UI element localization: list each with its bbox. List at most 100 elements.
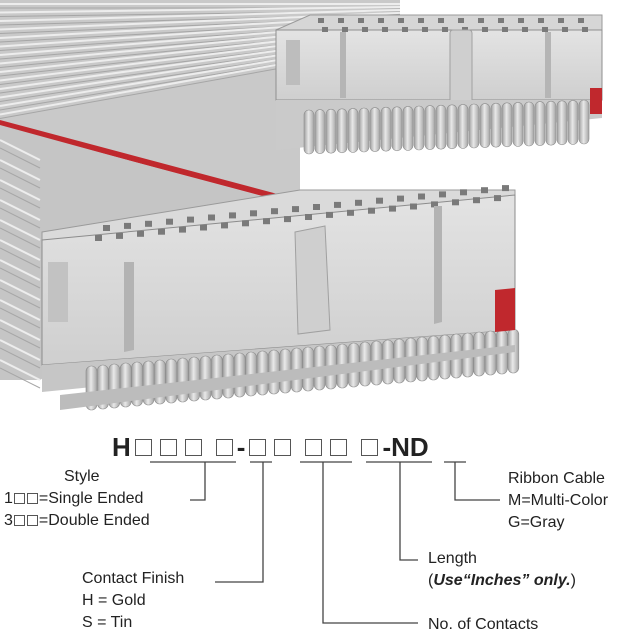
contact-hole — [502, 185, 509, 192]
wire-highlight — [0, 139, 41, 161]
wire-bump — [490, 102, 502, 148]
wire-bump — [402, 106, 414, 151]
wire-highlight — [0, 319, 41, 341]
contact-hole — [582, 27, 588, 32]
wire-bump — [457, 104, 469, 149]
contact-hole — [473, 197, 480, 204]
wire-bump — [358, 107, 370, 153]
contact-hole — [578, 18, 584, 23]
contact-hole — [242, 220, 249, 227]
contact-hole — [397, 195, 404, 202]
wire-highlight — [0, 259, 41, 281]
contact-hole — [116, 232, 123, 239]
wire-bump — [512, 102, 524, 147]
box-glyph — [13, 493, 25, 504]
wire-bump — [534, 101, 546, 146]
wire-bump — [501, 102, 513, 148]
wire-shadow — [0, 207, 41, 229]
contact-finish-tin: S = Tin — [82, 614, 133, 631]
contact-hole — [318, 18, 324, 23]
wire-highlight — [0, 359, 41, 381]
contact-finish-label-group: Contact Finish H = Gold S = Tin — [82, 568, 184, 634]
contact-hole — [338, 18, 344, 23]
contact-hole — [494, 195, 501, 202]
part-number-suffix: -ND — [382, 431, 429, 462]
wire-shadow — [0, 327, 41, 349]
contact-hole — [438, 18, 444, 23]
contact-hole — [481, 187, 488, 194]
wire-shadow — [0, 187, 41, 209]
style-title: Style — [64, 468, 100, 485]
contact-hole — [562, 27, 568, 32]
wire-highlight — [0, 339, 41, 361]
contact-hole — [389, 205, 396, 212]
length-label-group: Length (Use“Inches” only.) — [428, 548, 576, 592]
contact-hole — [402, 27, 408, 32]
contact-hole — [362, 27, 368, 32]
length-box — [330, 438, 348, 456]
wire-highlight — [0, 279, 41, 301]
contacts-label: No. of Contacts — [428, 616, 539, 633]
contact-hole — [422, 27, 428, 32]
contact-hole — [431, 201, 438, 208]
contact-hole — [418, 18, 424, 23]
contact-hole — [439, 191, 446, 198]
ribbon-red-stripe — [0, 120, 300, 206]
contact-hole — [263, 218, 270, 225]
wire-bump — [222, 353, 235, 399]
wire-bump — [325, 108, 337, 154]
wire-highlight — [0, 199, 41, 221]
contact-hole — [382, 27, 388, 32]
wire-bump — [314, 109, 326, 154]
wire-shadow — [0, 287, 41, 309]
wire-bump — [211, 354, 223, 400]
style-double: 3=Double Ended — [4, 512, 150, 529]
contact-hole — [208, 214, 215, 221]
contact-hole — [145, 220, 152, 227]
contact-hole — [452, 199, 459, 206]
contact-hole — [137, 230, 144, 237]
wire-highlight — [0, 5, 401, 14]
wire-bump — [556, 100, 568, 146]
contact-hole — [410, 203, 417, 210]
style-label-group: Style 1=Single Ended 3=Double Ended — [4, 466, 150, 532]
contact-hole — [250, 210, 257, 217]
wire-bump — [578, 99, 590, 145]
front-connector — [41, 185, 520, 411]
contact-hole — [376, 197, 383, 204]
contact-hole — [347, 209, 354, 216]
contact-hole — [326, 211, 333, 218]
style-leader — [190, 462, 206, 501]
wire-bump — [165, 358, 178, 404]
wire-shadow — [0, 347, 41, 369]
contact-hole — [166, 218, 173, 225]
contact-hole — [542, 27, 548, 32]
contact-hole — [305, 214, 312, 220]
contact-hole — [271, 208, 278, 215]
wire-bump — [523, 101, 535, 147]
wire-shadow — [0, 147, 41, 169]
wire-bump — [567, 100, 579, 145]
wire-bump — [380, 106, 392, 152]
wire-bump — [199, 355, 212, 401]
wire-shadow — [0, 367, 41, 389]
contact-hole — [398, 18, 404, 23]
contact-hole — [322, 27, 328, 32]
wire-bump — [176, 357, 189, 403]
wire-bump — [468, 103, 480, 149]
style-digit-box — [134, 438, 152, 456]
leader-lines — [150, 461, 500, 624]
contact-hole — [478, 18, 484, 23]
part-number: H - -ND — [112, 432, 429, 462]
contact-finish-box — [215, 438, 233, 456]
wire-shadow — [0, 167, 41, 189]
contact-finish-title: Contact Finish — [82, 570, 185, 587]
wire-shadow — [0, 227, 41, 249]
contact-hole — [442, 27, 448, 32]
wire-bump — [545, 100, 557, 146]
contact-hole — [418, 193, 425, 200]
contact-hole — [334, 201, 341, 208]
contact-hole — [498, 18, 504, 23]
contact-hole — [355, 199, 362, 206]
